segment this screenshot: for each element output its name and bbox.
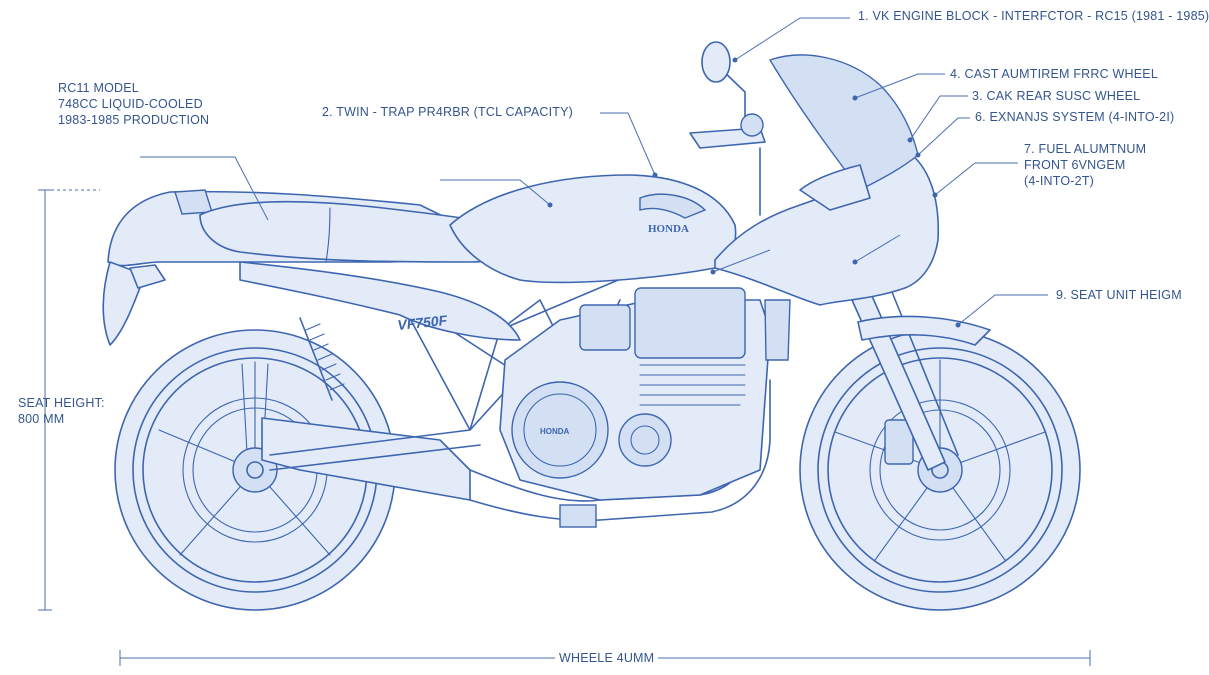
callout-7: 7. FUEL ALUMTNUM FRONT 6VNGEM (4-INTO-2T…: [1024, 142, 1147, 188]
fuel-tank: [449, 174, 737, 284]
fairing-badge: VF750F: [397, 312, 449, 333]
callout-2: 2. TWIN - TRAP PR4RBR (TCL CAPACITY): [322, 105, 573, 119]
front-fairing: [714, 54, 940, 306]
callout-1: 1. VK ENGINE BLOCK - INTERFCTOR - RC15 (…: [858, 9, 1209, 23]
front-wheel: [799, 329, 1081, 611]
handlebar-mirror: [689, 41, 766, 216]
wheelbase-label: WHEELE 4UMM: [555, 650, 659, 666]
dimension-lines: [38, 189, 1091, 666]
rear-shock: [299, 317, 345, 401]
callout-4: 4. CAST AUMTIREM FRRC WHEEL: [950, 67, 1158, 81]
leader-lines: [140, 17, 1048, 328]
seat-height-label: SEAT HEIGHT: 800 MM: [18, 396, 105, 426]
callout-9: 9. SEAT UNIT HEIGM: [1056, 288, 1182, 302]
engine-badge: HONDA: [540, 427, 570, 436]
callout-3: 3. CAK REAR SUSC WHEEL: [972, 89, 1141, 103]
side-cover: [239, 261, 521, 341]
engine-block: [499, 287, 791, 501]
model-info: RC11 MODEL 748CC LIQUID-COOLED 1983-1985…: [58, 81, 210, 127]
tank-badge: HONDA: [648, 223, 689, 235]
callout-6: 6. EXNANJS SYSTEM (4-INTO-2I): [975, 110, 1175, 124]
